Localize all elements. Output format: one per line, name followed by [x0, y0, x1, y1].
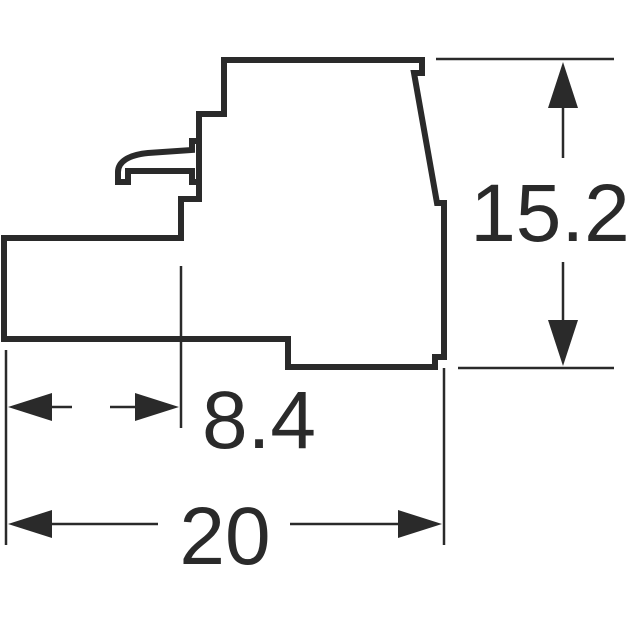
- total-width-dimension-label: 20: [179, 491, 270, 582]
- inner-width-dimension-label: 8.4: [202, 375, 316, 466]
- height-arrow-up: [548, 62, 578, 108]
- inner-width-arrow-left: [8, 393, 52, 421]
- connector-body-outline: [1, 57, 447, 370]
- total-width-arrow-right: [398, 510, 442, 538]
- inner-width-arrow-right: [135, 393, 179, 421]
- total-width-arrow-left: [8, 510, 52, 538]
- height-dimension-label: 15.2: [470, 168, 630, 259]
- height-arrow-down: [548, 320, 578, 366]
- latch-hook-outline: [115, 138, 202, 185]
